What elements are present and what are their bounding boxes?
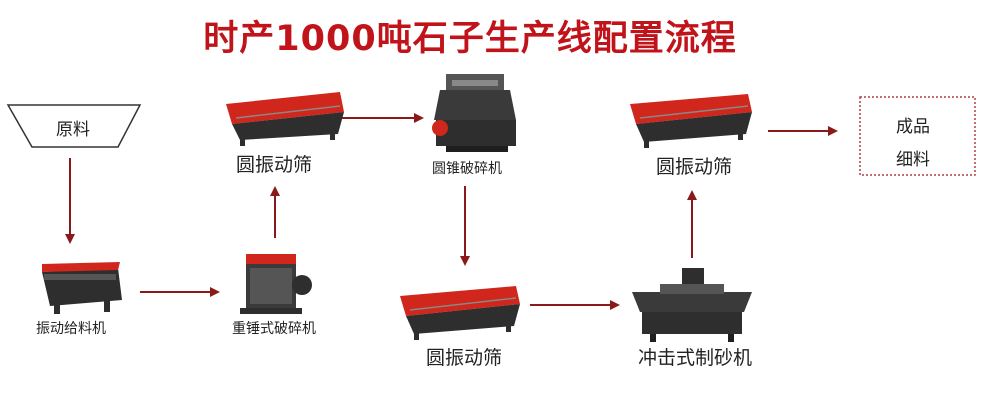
- impact-sand-maker-label: 冲击式制砂机: [638, 347, 753, 369]
- product-label-finished: 成品: [896, 117, 930, 137]
- impact-sand-maker-icon: [632, 268, 752, 342]
- vibrating-screen-3-label: 圆振动筛: [656, 156, 733, 178]
- raw-material-hopper: [6, 104, 142, 148]
- vibrating-feeder-label: 振动给料机: [36, 321, 106, 337]
- vibrating-screen-2-icon: [400, 286, 520, 340]
- vibrating-screen-2-label: 圆振动筛: [426, 347, 503, 369]
- hammer-crusher-icon: [240, 254, 312, 314]
- product-label-fine: 细料: [896, 150, 930, 170]
- cone-crusher-label: 圆锥破碎机: [432, 161, 502, 177]
- cone-crusher-icon: [432, 74, 516, 152]
- vibrating-screen-1-label: 圆振动筛: [236, 154, 313, 176]
- page-title: 时产1000吨石子生产线配置流程: [203, 19, 737, 59]
- hammer-crusher-label: 重锤式破碎机: [232, 321, 316, 337]
- vibrating-feeder-icon: [42, 262, 122, 314]
- product-box: [859, 96, 976, 176]
- vibrating-screen-3-icon: [630, 94, 752, 148]
- raw-material-label: 原料: [56, 120, 90, 140]
- vibrating-screen-1-icon: [226, 92, 344, 146]
